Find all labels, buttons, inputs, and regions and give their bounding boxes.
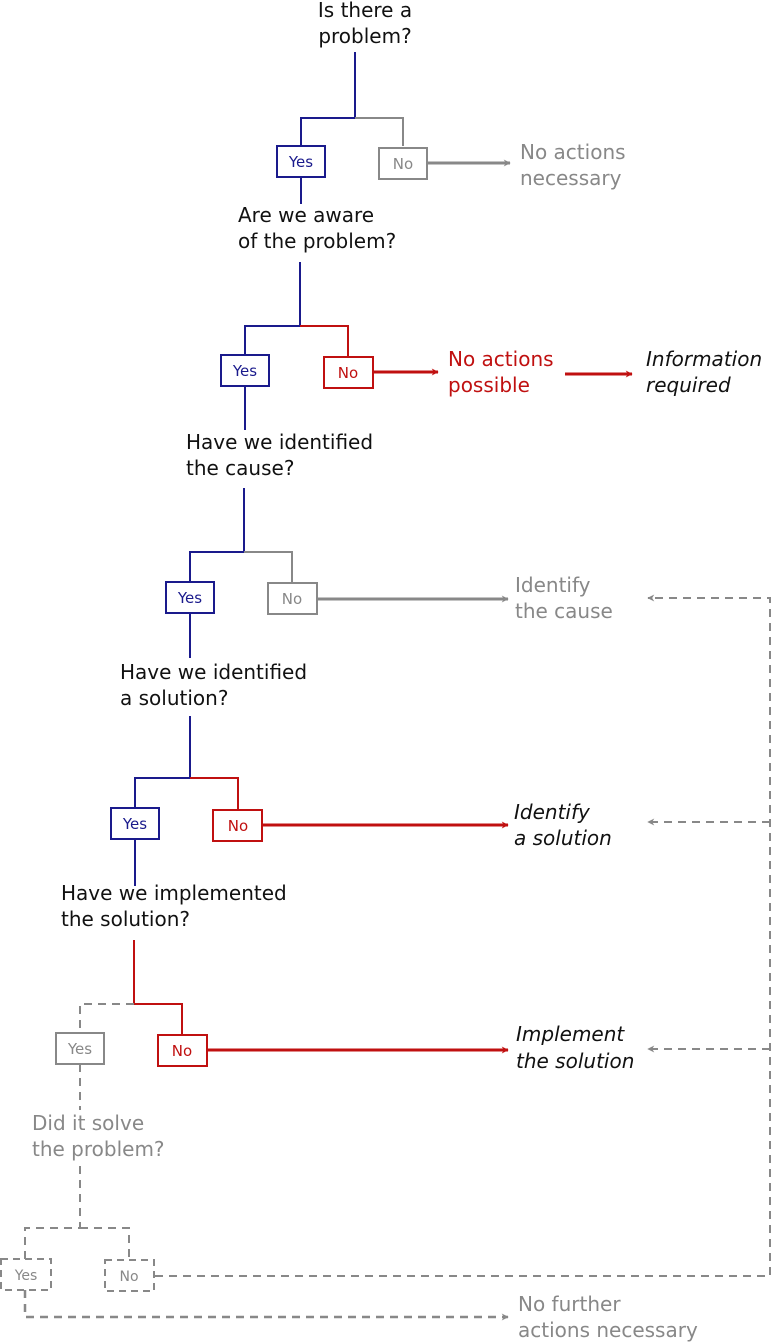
q1-no-label: No — [393, 155, 413, 173]
q6-no-box: No — [104, 1259, 155, 1292]
question-4-line-2: a solution? — [120, 686, 228, 710]
q5-no-label: No — [172, 1042, 192, 1060]
outcome-implement-solution-line-2: the solution — [516, 1049, 634, 1073]
outcome-no-actions-necessary-line-2: necessary — [520, 166, 622, 190]
q2-no-box: No — [323, 356, 374, 389]
q4-no-box: No — [212, 809, 263, 842]
q4-no-label: No — [228, 817, 248, 835]
q3-no-box: No — [267, 582, 318, 615]
q5-yes-label: Yes — [67, 1040, 92, 1058]
outcome-identify-cause: Identify the cause — [515, 573, 613, 623]
question-6-line-1: Did it solve — [32, 1111, 144, 1135]
question-1-line-1: Is there a — [318, 0, 412, 22]
q1-branch — [300, 52, 511, 204]
q6-yes-box: Yes — [0, 1258, 52, 1291]
q4-yes-label: Yes — [122, 815, 147, 833]
outcome-no-further-actions: No further actions necessary — [518, 1292, 698, 1342]
question-4-line-1: Have we identified — [120, 660, 307, 684]
outcome-no-actions-possible: No actions possible — [448, 347, 554, 397]
question-4: Have we identified a solution? — [120, 660, 307, 710]
question-3-line-1: Have we identified — [186, 430, 373, 454]
q4-yes-box: Yes — [110, 807, 160, 840]
question-3-line-2: the cause? — [186, 456, 294, 480]
question-1-line-2: problem? — [318, 24, 411, 48]
outcome-implement-solution: Implement the solution — [516, 1022, 634, 1073]
question-5-line-1: Have we implemented — [61, 881, 287, 905]
q5-branch — [79, 940, 509, 1110]
question-1: Is there a problem? — [318, 0, 412, 48]
outcome-no-actions-necessary: No actions necessary — [520, 140, 626, 190]
question-6: Did it solve the problem? — [32, 1111, 165, 1161]
outcome-implement-solution-line-1: Implement — [516, 1022, 625, 1046]
outcome-no-actions-possible-line-1: No actions — [448, 347, 554, 371]
q6-no-label: No — [119, 1269, 138, 1285]
outcome-identify-solution-line-2: a solution — [514, 826, 612, 850]
outcome-identify-solution-line-1: Identify — [514, 800, 591, 824]
q3-yes-label: Yes — [177, 589, 202, 607]
question-3: Have we identified the cause? — [186, 430, 373, 480]
question-6-line-2: the problem? — [32, 1137, 165, 1161]
question-5-line-2: the solution? — [61, 907, 190, 931]
q2-no-label: No — [338, 364, 358, 382]
question-2: Are we aware of the problem? — [238, 203, 396, 253]
question-2-line-1: Are we aware — [238, 203, 374, 227]
q3-branch — [189, 488, 509, 658]
q5-no-box: No — [157, 1034, 208, 1067]
outcome-information-required-line-2: required — [646, 373, 731, 397]
q1-no-box: No — [378, 147, 428, 180]
outcome-information-required: Information required — [646, 347, 762, 397]
q2-yes-box: Yes — [220, 354, 270, 387]
outcome-information-required-line-1: Information — [646, 347, 762, 371]
outcome-identify-cause-line-1: Identify — [515, 573, 591, 597]
q6-yes-label: Yes — [14, 1268, 38, 1284]
outcome-no-further-actions-line-2: actions necessary — [518, 1318, 698, 1342]
q3-no-label: No — [282, 590, 302, 608]
q6-branch — [23, 594, 771, 1321]
q1-yes-label: Yes — [288, 153, 313, 171]
outcome-no-further-actions-line-1: No further — [518, 1292, 621, 1316]
outcome-identify-solution: Identify a solution — [514, 800, 612, 850]
q3-yes-box: Yes — [165, 581, 215, 614]
q5-yes-box: Yes — [55, 1032, 105, 1065]
q2-yes-label: Yes — [232, 362, 257, 380]
question-2-line-2: of the problem? — [238, 229, 396, 253]
outcome-identify-cause-line-2: the cause — [515, 599, 613, 623]
outcome-no-actions-necessary-line-1: No actions — [520, 140, 626, 164]
outcome-no-actions-possible-line-2: possible — [448, 373, 530, 397]
q4-branch — [134, 716, 509, 886]
q2-branch — [244, 262, 633, 430]
q1-yes-box: Yes — [276, 145, 326, 178]
question-5: Have we implemented the solution? — [61, 881, 287, 931]
